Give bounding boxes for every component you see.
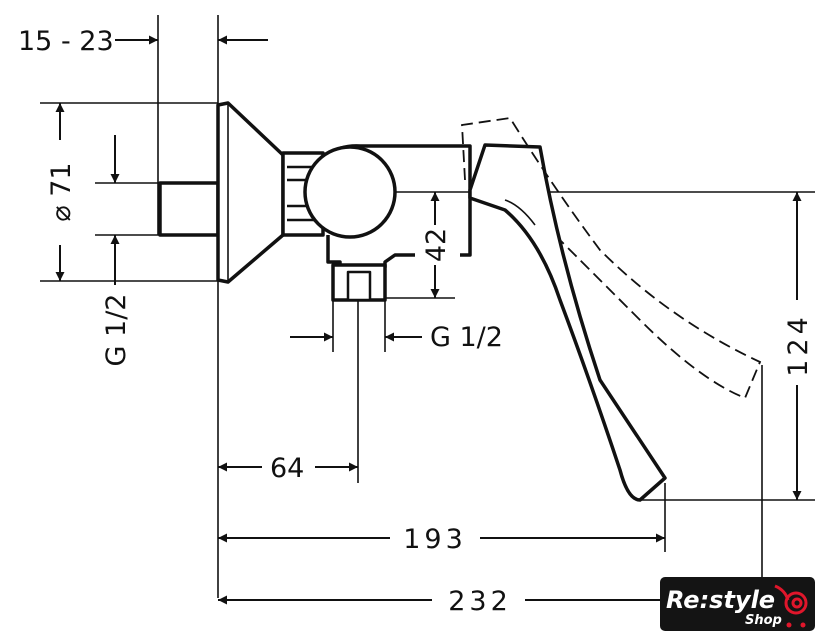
dimension-labels: 15 - 23 ⌀ 71 G 1/2 42 G 1/2 64 193 232 1… [18,26,814,617]
faucet-body [158,101,667,502]
label-outlet-height: 42 [421,228,452,262]
valve-sphere [303,145,397,239]
logo-brand: Re:style [666,586,775,614]
label-lever-height: 124 [783,313,814,377]
restyle-shop-logo: Re:style Shop [660,577,815,631]
label-flange-diameter: ⌀ 71 [46,162,77,221]
label-inlet-thread: G 1/2 [101,294,132,367]
logo-sub: Shop [745,613,782,628]
label-total-reach: 232 [448,586,512,617]
cart-at-icon [774,584,808,615]
lever-alt-position [461,117,762,400]
label-lever-reach: 193 [403,524,467,555]
label-outlet-offset: 64 [270,453,304,484]
inlet-pipe [158,181,220,237]
label-wall-depth: 15 - 23 [18,26,114,57]
dimension-lines [40,15,815,605]
lever-handle [468,143,667,502]
label-outlet-thread: G 1/2 [430,322,503,353]
